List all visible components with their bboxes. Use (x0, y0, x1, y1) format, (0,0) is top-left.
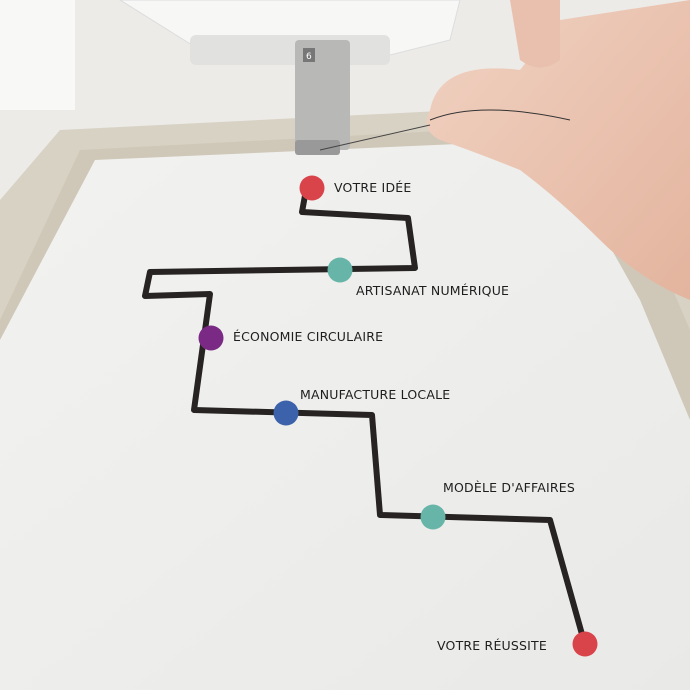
milestone-label-artisanat-numerique: ARTISANAT NUMÉRIQUE (356, 283, 510, 298)
hand (426, 0, 690, 300)
milestone-label-votre-reussite: VOTRE RÉUSSITE (437, 638, 547, 653)
milestone-label-economie-circulaire: ÉCONOMIE CIRCULAIRE (233, 329, 384, 344)
milestone-dot-economie-circulaire (198, 325, 224, 351)
milestone-dot-artisanat-numerique (327, 257, 353, 283)
embroidered-thread-path (142, 187, 588, 648)
milestone-dot-votre-idee (299, 175, 325, 201)
milestone-dot-modele-affaires (420, 504, 446, 530)
milestone-label-manufacture-locale: MANUFACTURE LOCALE (300, 387, 451, 402)
milestone-label-votre-idee: VOTRE IDÉE (334, 180, 412, 195)
presser-foot-number: 6 (306, 52, 312, 62)
milestone-dot-manufacture-locale (273, 400, 299, 426)
milestone-label-modele-affaires: MODÈLE D'AFFAIRES (443, 480, 575, 495)
milestone-dot-votre-reussite (572, 631, 598, 657)
